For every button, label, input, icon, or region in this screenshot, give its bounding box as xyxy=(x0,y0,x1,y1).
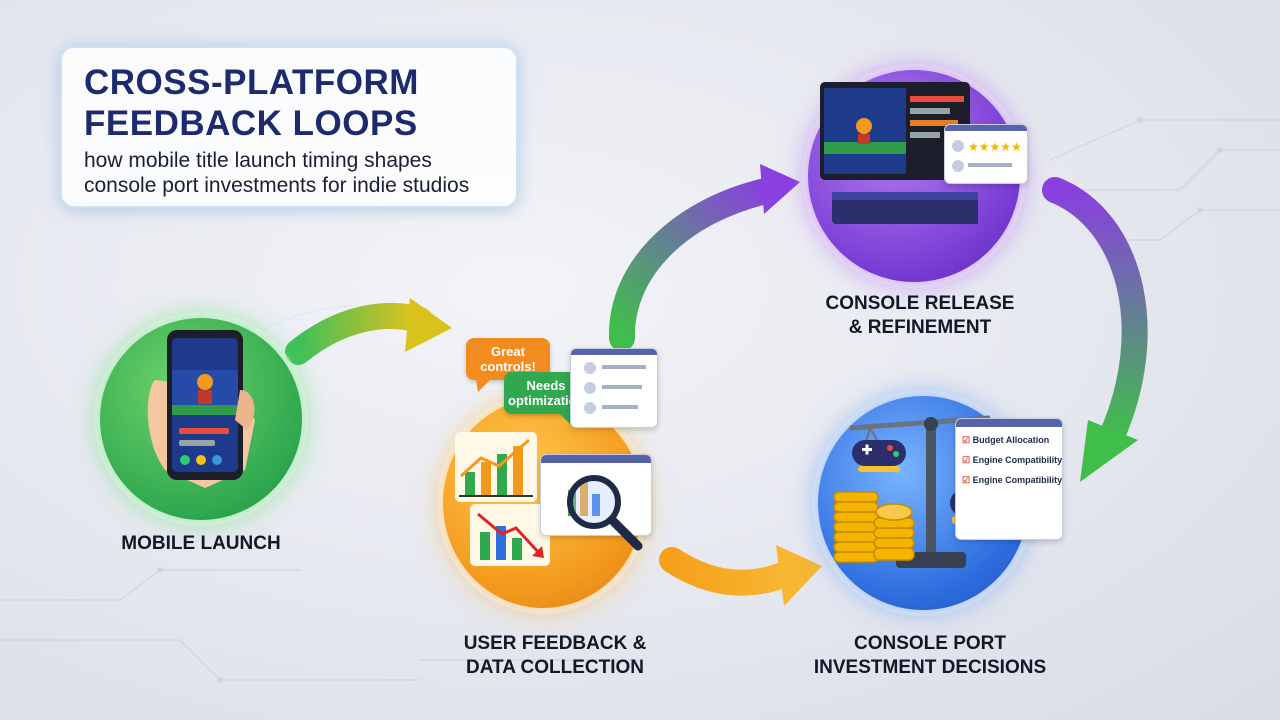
mobile-launch-label: MOBILE LAUNCH xyxy=(121,533,281,554)
svg-text:★★★★★: ★★★★★ xyxy=(968,140,1022,154)
checkbox-icon: ☑ xyxy=(962,455,971,465)
arrow-feedback-to-investment xyxy=(659,545,822,606)
page-subtitle: how mobile title launch timing shapes co… xyxy=(84,148,514,198)
review-rows xyxy=(584,362,646,414)
subtitle-line-1: how mobile title launch timing shapes xyxy=(84,149,432,172)
checklist-item: ☑ Engine Compatibility xyxy=(962,455,1062,466)
checklist-item: ☑ Budget Allocation xyxy=(962,435,1056,446)
checklist-item-label: Engine Compatibility xyxy=(972,475,1063,485)
console-release-label: CONSOLE RELEASE & REFINEMENT xyxy=(800,292,1040,340)
title-line-1: CROSS-PLATFORM xyxy=(84,63,419,102)
checklist-item-label: Budget Allocation xyxy=(972,435,1050,445)
checkbox-icon: ☑ xyxy=(962,475,971,485)
star-rating-icon: ★★★★★ xyxy=(952,140,1022,172)
coin-stack-icon xyxy=(833,491,915,563)
feedback-label-line-1: USER FEEDBACK & xyxy=(463,633,647,654)
gamepad-icon xyxy=(852,440,906,472)
console-icon xyxy=(820,82,978,224)
analytics-panel xyxy=(540,454,652,536)
investment-label-line-2: INVESTMENT DECISIONS xyxy=(813,657,1047,678)
magnifier-icon xyxy=(567,475,643,551)
checklist-item: ☑ Engine Compatibility xyxy=(962,475,1062,486)
growth-chart-icon xyxy=(455,432,537,502)
title-card: CROSS-PLATFORM FEEDBACK LOOPS how mobile… xyxy=(60,46,518,208)
console-release-label-line-1: CONSOLE RELEASE xyxy=(825,293,1015,314)
feedback-label-line-2: DATA COLLECTION xyxy=(465,657,644,678)
arrow-mobile-to-feedback xyxy=(285,298,452,365)
title-line-2: FEEDBACK LOOPS xyxy=(84,104,418,143)
arrow-release-to-investment xyxy=(1042,177,1148,482)
console-release-label-line-2: & REFINEMENT xyxy=(848,317,992,338)
checkbox-icon: ☑ xyxy=(962,435,971,445)
feedback-label: USER FEEDBACK & DATA COLLECTION xyxy=(430,632,680,680)
rating-panel xyxy=(944,124,1028,184)
decline-chart-icon xyxy=(470,504,550,566)
investment-label-line-1: CONSOLE PORT xyxy=(853,633,1006,654)
subtitle-line-2: console port investments for indie studi… xyxy=(84,174,470,197)
bubble-tail-1 xyxy=(476,380,490,392)
checklist-panel: ☑ Budget Allocation ☑ Engine Compatibili… xyxy=(955,418,1063,540)
checklist-item-label: Engine Compatibility xyxy=(972,455,1063,465)
investment-label: CONSOLE PORT INVESTMENT DECISIONS xyxy=(780,632,1080,680)
arrow-feedback-to-release xyxy=(608,164,800,351)
page-title: CROSS-PLATFORM FEEDBACK LOOPS xyxy=(84,62,419,144)
smartphone-icon xyxy=(147,330,255,488)
